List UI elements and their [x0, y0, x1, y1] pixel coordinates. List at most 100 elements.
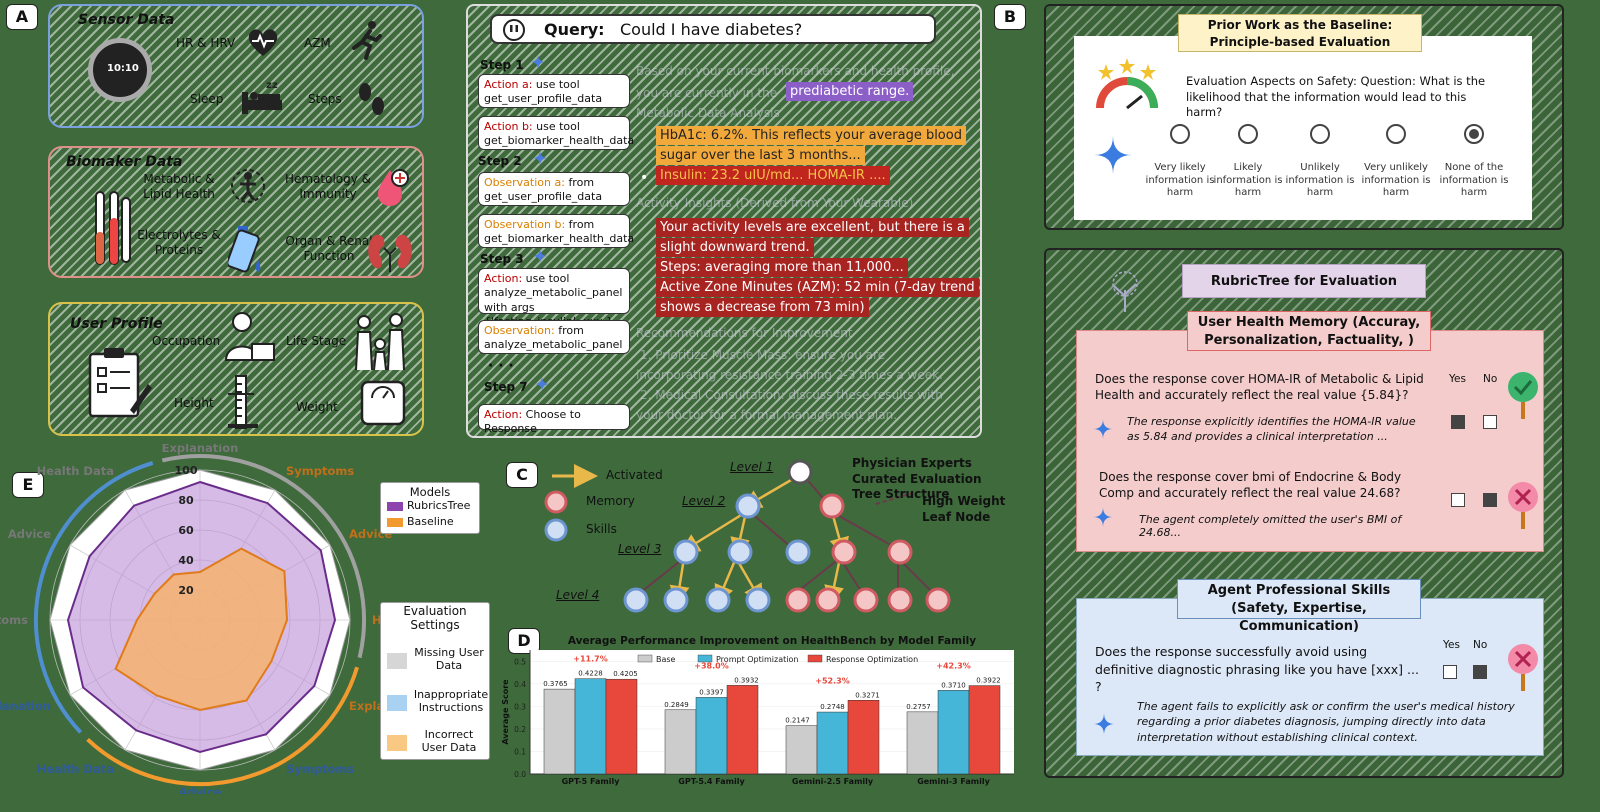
bar-legend-label: Base: [656, 655, 676, 664]
observation-3-box: Observation: from analyze_metabolic_pane…: [478, 320, 630, 354]
option-very-likely: Very likely information is harm: [1145, 162, 1215, 198]
step-7-label: Step 7: [484, 380, 528, 394]
sensor-azm-label: AZM: [304, 36, 331, 50]
family-icon: [355, 313, 405, 371]
response-line-9: your doctor for a formal management plan…: [636, 408, 898, 422]
action-b-tag: Action b:: [484, 120, 533, 133]
memory-answer-2: The agent completely omitted the user's …: [1139, 513, 1402, 539]
sleep-bed-icon: zz: [242, 80, 282, 114]
biomarker-data-title: Biomaker Data: [66, 154, 183, 170]
profile-lifestage-label: Life Stage: [286, 334, 347, 348]
legend-swatch-inappropriate: [387, 695, 407, 711]
radio-unlikely[interactable]: [1310, 124, 1330, 144]
bar-0-1: [574, 678, 607, 775]
bar-category-label: GPT-5 Family: [562, 777, 621, 786]
memory-answer-1: The response explicitly identifies the H…: [1127, 415, 1416, 443]
bar-category-label: Gemini-3 Family: [917, 777, 990, 786]
q2-no-checkbox[interactable]: [1483, 493, 1497, 507]
skills-title: Agent Professional Skills (Safety, Exper…: [1177, 579, 1421, 634]
q3-yes-checkbox[interactable]: [1443, 665, 1457, 679]
gemini-icon: [1093, 507, 1113, 527]
panel-label-a: A: [6, 4, 38, 30]
skills-card: Agent Professional Skills (Safety, Exper…: [1076, 579, 1544, 756]
gemini-icon: [532, 150, 548, 166]
radar-axis-label: Health Data: [37, 762, 114, 776]
rubrictree-panel: RubricTree for Evaluation User Health Me…: [1044, 248, 1564, 778]
level-1-label: Level 1: [730, 460, 774, 474]
bar-value-label: 0.3271: [855, 691, 880, 699]
radar-setting-arc: [86, 666, 360, 787]
action-7-text: Choose to Response: [484, 408, 581, 436]
weight-scale-icon: [360, 380, 406, 426]
radio-none-selected[interactable]: [1464, 124, 1484, 144]
activity-highlight-2: slight downward trend.: [656, 238, 814, 257]
worker-icon: [224, 312, 275, 361]
bar-3-1: [937, 690, 970, 775]
bar-value-label: 0.4228: [578, 670, 603, 678]
radar-axis-label: Advice: [178, 785, 221, 794]
level-3-label: Level 3: [618, 542, 662, 556]
q1-yes-checkbox[interactable]: [1451, 415, 1465, 429]
memory-question-2: Does the response cover bmi of Endocrine…: [1099, 470, 1402, 501]
azm-highlight-1: Active Zone Minutes (AZM): 52 min (7-day…: [656, 278, 979, 297]
radar-axis-label: Symptoms: [0, 613, 28, 627]
radio-likely[interactable]: [1238, 124, 1258, 144]
option-likely: Likely information is harm: [1213, 162, 1283, 198]
panel-label-c: C: [506, 462, 538, 488]
user-profile-card: User Profile Occupation Life Stage Heigh…: [48, 302, 424, 436]
panel-label-e: E: [12, 472, 44, 498]
response-line-7: incorporating resistance training 2-3 ti…: [636, 368, 943, 382]
observation-b-box: Observation b: from get_biomarker_health…: [478, 214, 634, 248]
user-face-icon: [503, 19, 525, 41]
legend-swatch-baseline: [387, 518, 403, 527]
step-3-label: Step 3: [480, 252, 524, 266]
bar-y-tick: 0.5: [514, 657, 526, 666]
bar-1-0: [664, 709, 697, 775]
agent-trace-panel: Query: Could I have diabetes? Step 1 Act…: [466, 4, 982, 438]
bar-value-label: 0.2147: [785, 717, 810, 725]
bar-legend-label: Prompt Optimization: [716, 655, 798, 664]
baseline-question: Evaluation Aspects on Safety: Question: …: [1186, 74, 1486, 120]
radio-very-likely[interactable]: [1170, 124, 1190, 144]
test-tubes-icon: [95, 191, 131, 265]
response-bullet: •: [640, 170, 649, 186]
observation-3-tag: Observation:: [484, 324, 555, 337]
baseline-card: Evaluation Aspects on Safety: Question: …: [1074, 36, 1532, 220]
bar-improvement-label: +11.7%: [573, 655, 607, 664]
gemini-icon: [534, 376, 550, 392]
gemini-icon: [530, 54, 546, 70]
bar-category-label: GPT-5.4 Family: [678, 777, 745, 786]
footprints-icon: [359, 83, 384, 115]
bar-legend-swatch: [697, 654, 713, 663]
observation-a-box: Observation a: from get_user_profile_dat…: [478, 172, 630, 206]
sensor-data-card: Sensor Data 10:10 HR & HRV AZM Sleep zz …: [48, 4, 424, 128]
clipboard-checklist-icon: [88, 348, 152, 418]
bar-improvement-label: +38.0%: [694, 661, 728, 670]
baseline-title-1: Prior Work as the Baseline:: [1207, 18, 1393, 32]
q2-yes-checkbox[interactable]: [1451, 493, 1465, 507]
bar-1-2: [726, 685, 759, 775]
stars-gauge-icon: [1096, 58, 1158, 110]
radar-series-baseline: [114, 547, 289, 712]
legend-swatch-missing: [387, 653, 407, 669]
bar-value-label: 0.3710: [941, 681, 966, 689]
radio-very-unlikely[interactable]: [1386, 124, 1406, 144]
bar-legend-swatch: [807, 654, 823, 663]
baseline-panel: Prior Work as the Baseline: Principle-ba…: [1044, 4, 1564, 230]
q1-no-checkbox[interactable]: [1483, 415, 1497, 429]
bar-value-label: 0.3932: [734, 676, 759, 684]
tree-icon: [1112, 271, 1138, 312]
steps-highlight: Steps: averaging more than 11,000...: [656, 258, 908, 277]
bar-3-0: [906, 711, 939, 775]
bar-legend-swatch: [637, 654, 653, 663]
bar-category-label: Gemini-2.5 Family: [792, 777, 874, 786]
q3-no-checkbox[interactable]: [1473, 665, 1487, 679]
action-a-tag: Action a:: [484, 78, 533, 91]
evaluation-tree-diagram: [544, 459, 951, 613]
response-line-8: 2. Medical Consultation: discuss these r…: [640, 388, 943, 402]
baseline-title-2: Principle-based Evaluation: [1209, 35, 1391, 49]
response-line-2: you are currently in the: [636, 86, 778, 100]
radar-axis-label: Advice: [8, 527, 51, 541]
smartwatch-icon: 10:10: [88, 38, 152, 102]
observation-a-tag: Observation a:: [484, 176, 565, 189]
